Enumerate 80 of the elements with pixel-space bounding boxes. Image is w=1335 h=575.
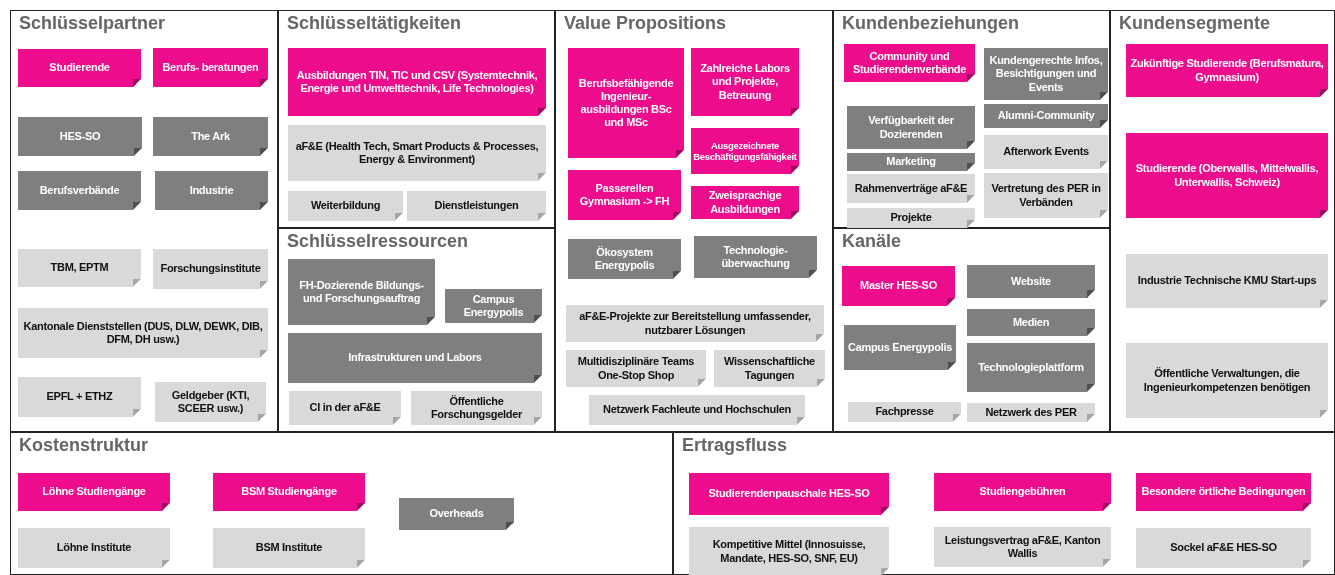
sticky-note: Löhne Studiengänge (18, 473, 170, 511)
sticky-note: Multidisziplinäre Teams One-Stop Shop (566, 350, 706, 387)
sticky-note: EPFL + ETHZ (18, 377, 141, 417)
sticky-note: Industrie Technische KMU Start-ups (1126, 254, 1328, 308)
sticky-note: Netzwerk Fachleute und Hochschulen (589, 395, 805, 425)
sticky-note: Studierende (18, 49, 141, 87)
panel-title: Ertragsfluss (682, 435, 788, 456)
canvas-panel (833, 10, 1110, 228)
sticky-note: Studierendenpauschale HES-SO (689, 473, 889, 515)
sticky-note: Website (967, 265, 1095, 298)
canvas-panel (278, 228, 555, 432)
sticky-note: Löhne Institute (18, 528, 170, 568)
sticky-note: Ökosystem Energypolis (568, 239, 681, 279)
sticky-note: TBM, EPTM (18, 249, 141, 287)
sticky-note: Berufsbefähigende Ingenieur- ausbildungen BSc und MSc (568, 48, 684, 158)
sticky-note: Wissenschaftliche Tagungen (714, 350, 825, 387)
sticky-note: FH-Dozierende Bildungs- und Forschungsauftrag (288, 259, 435, 325)
canvas-panel (833, 228, 1110, 432)
canvas-panel (10, 432, 673, 575)
sticky-note: Projekte (847, 208, 975, 228)
sticky-note: BSM Studiengänge (213, 473, 365, 511)
sticky-note: Fachpresse (848, 402, 961, 422)
sticky-note: Overheads (399, 498, 514, 530)
sticky-note: Campus Energypolis (445, 289, 542, 323)
sticky-note: Netzwerk des PER (967, 403, 1095, 422)
sticky-note: Öffentliche Forschungsgelder (411, 391, 542, 425)
sticky-note: Berufsverbände (18, 171, 141, 210)
sticky-note: Afterwork Events (984, 135, 1108, 169)
sticky-note: The Ark (153, 117, 268, 156)
sticky-note: aF&E (Health Tech, Smart Products & Processes, Energy & Environment) (288, 125, 546, 181)
sticky-note: BSM Institute (213, 528, 365, 568)
panel-title: Kundensegmente (1119, 13, 1271, 34)
panel-title: Schlüsselressourcen (287, 231, 469, 252)
sticky-note: Geldgeber (KTI, SCEER usw.) (155, 382, 266, 422)
sticky-note: Community und Studierendenverbände (844, 44, 975, 82)
sticky-note: Berufs- beratungen (153, 48, 268, 87)
panel-title: Schlüsselpartner (19, 13, 166, 34)
sticky-note: Öffentliche Verwaltungen, die Ingenieurkompetenzen benötigen (1126, 343, 1328, 418)
sticky-note: Besondere örtliche Bedingungen (1136, 473, 1311, 511)
sticky-note: Studierende (Oberwallis, Mittelwallis, Unterwallis, Schweiz) (1126, 133, 1328, 218)
panel-title: Kundenbeziehungen (842, 13, 1019, 34)
canvas-panel (278, 10, 555, 228)
canvas-panel (1110, 10, 1335, 432)
sticky-note: Sockel aF&E HES-SO (1136, 528, 1311, 568)
sticky-note: HES-SO (18, 117, 142, 156)
sticky-note: Vertretung des PER in Verbänden (984, 173, 1108, 218)
sticky-note: Campus Energypolis (844, 325, 956, 370)
sticky-note: Dienstleistungen (407, 191, 546, 221)
canvas-panel (555, 10, 833, 432)
sticky-note: Master HES-SO (842, 266, 955, 306)
panel-title: Kostenstruktur (19, 435, 148, 456)
sticky-note: Medien (967, 309, 1095, 336)
panel-title: Kanäle (842, 231, 902, 252)
panel-title: Value Propositions (564, 13, 727, 34)
sticky-note: Ausgezeichnete Beschäftigungsfähigkeit (691, 128, 799, 174)
sticky-note: Verfügbarkeit der Dozierenden (847, 106, 975, 149)
sticky-note: Alumni-Community (984, 104, 1108, 128)
sticky-note: Kundengerechte Infos, Besichtigungen und Events (984, 48, 1108, 100)
sticky-note: Zahlreiche Labors und Projekte, Betreuung (691, 48, 799, 116)
sticky-note: Zukünftige Studierende (Berufsmatura, Gymnasium) (1126, 44, 1328, 97)
sticky-note: Zweisprachige Ausbildungen (691, 186, 799, 219)
sticky-note: Marketing (847, 153, 975, 171)
sticky-note: CI in der aF&E (289, 391, 401, 425)
sticky-note: Ausbildungen TIN, TIC und CSV (Systemtechnik, Energie und Umwelttechnik, Life Technologies) (288, 48, 546, 116)
sticky-note: Forschungsinstitute (153, 249, 268, 289)
panel-title: Schlüsseltätigkeiten (287, 13, 462, 34)
sticky-note: Leistungsvertrag aF&E, Kanton Wallis (934, 527, 1111, 567)
sticky-note: Kompetitive Mittel (Innosuisse, Mandate, HES-SO, SNF, EU) (689, 527, 889, 575)
sticky-note: Technologieplattform (967, 343, 1095, 392)
sticky-note: Rahmenverträge aF&E (847, 174, 975, 203)
sticky-note: aF&E-Projekte zur Bereitstellung umfassender, nutzbarer Lösungen (566, 305, 824, 342)
sticky-note: Infrastrukturen und Labors (288, 333, 542, 383)
sticky-note: Weiterbildung (288, 191, 403, 221)
sticky-note: Kantonale Dienststellen (DUS, DLW, DEWK, DIB, DFM, DH usw.) (18, 308, 268, 358)
sticky-note: Passerellen Gymnasium -> FH (568, 170, 681, 220)
canvas-panel (10, 10, 278, 432)
sticky-note: Studiengebühren (934, 473, 1111, 511)
canvas-panel (673, 432, 1335, 575)
sticky-note: Industrie (155, 171, 268, 210)
sticky-note: Technologie- überwachung (694, 236, 817, 278)
